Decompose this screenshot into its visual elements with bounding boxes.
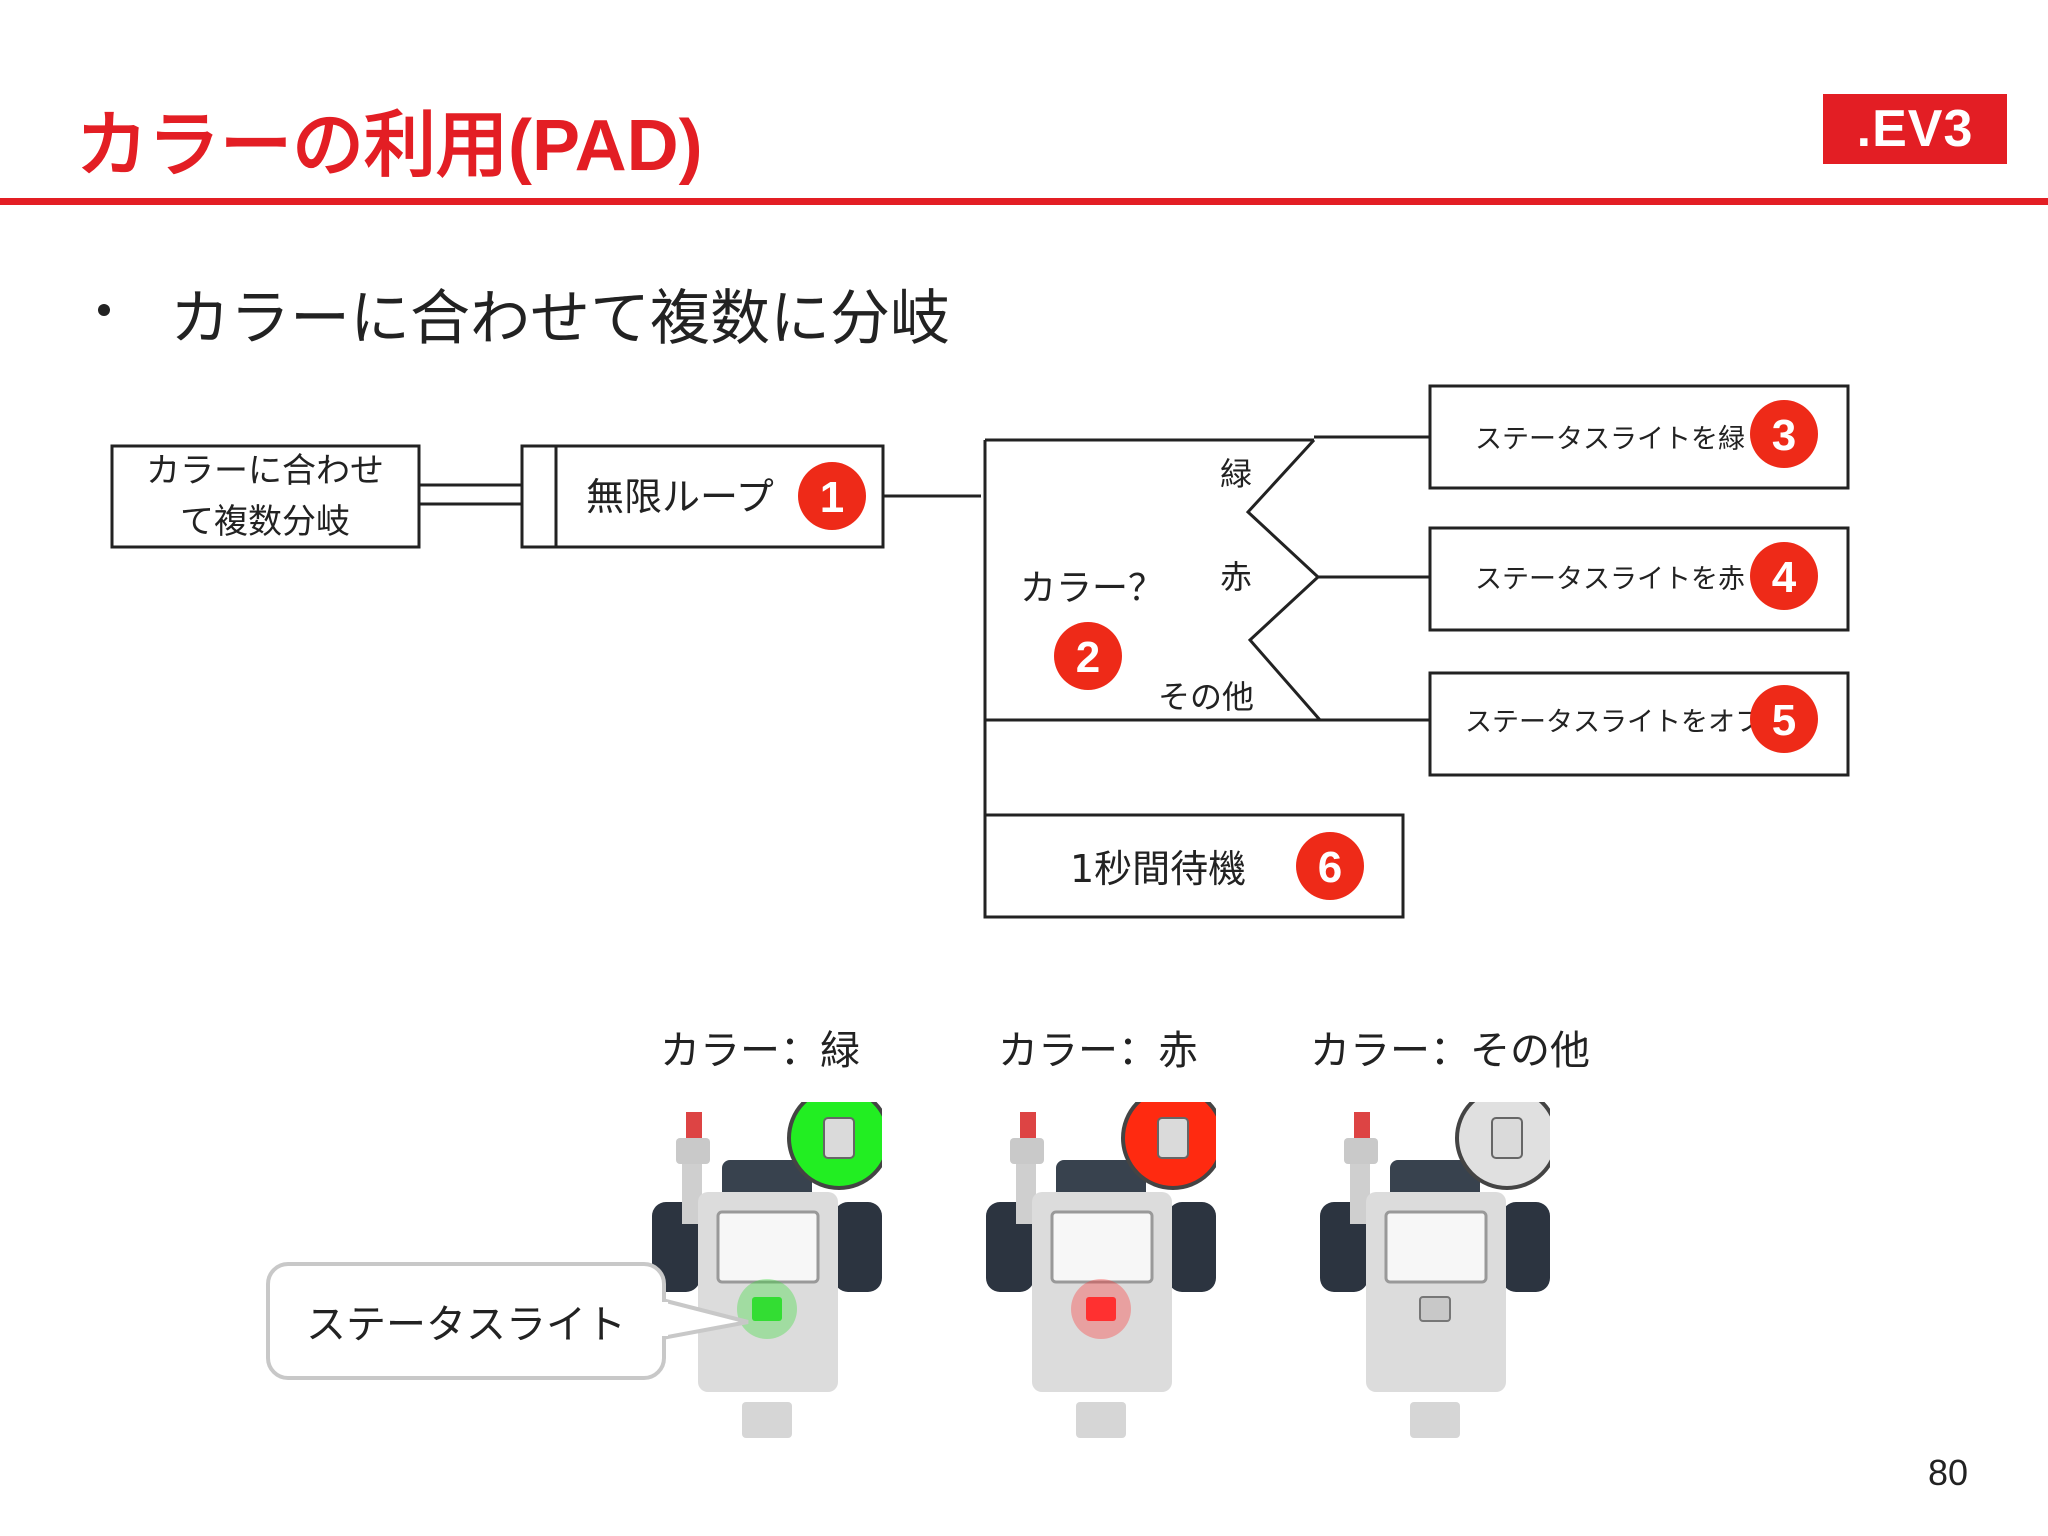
robot-caption-other: カラー：その他 (1310, 1028, 1590, 1074)
branch-label-green: 緑 (1220, 455, 1252, 493)
off-light-icon (1419, 1296, 1451, 1322)
action-box-green (1428, 384, 1850, 490)
badge-2: 2 (1054, 622, 1122, 690)
action-label-red: ステータスライトを赤 (1475, 564, 1745, 595)
badge-5: 5 (1750, 685, 1818, 753)
robot-caption-green: カラー：緑 (660, 1028, 860, 1074)
switch-zigzag (1245, 438, 1322, 721)
badge-3-number: 3 (1772, 411, 1796, 460)
robot-green-illustration (652, 1102, 882, 1438)
green-light-icon (752, 1297, 782, 1321)
branch-label-red: 赤 (1220, 558, 1252, 596)
bullet-text: カラーに合わせて複数に分岐 (170, 284, 950, 354)
robot-other-illustration (1320, 1102, 1550, 1438)
action-label-off: ステータスライトをオフ (1465, 707, 1762, 738)
wait-box-label: 1秒間待機 (1070, 847, 1246, 891)
action-box-off (1428, 671, 1850, 777)
badge-2-number: 2 (1076, 633, 1100, 682)
action-box-red (1428, 526, 1850, 632)
callout-pointer (662, 1298, 749, 1340)
root-box-line1: カラーに合わせ (146, 451, 384, 491)
bullet-icon (98, 304, 110, 316)
page-number: 80 (1928, 1452, 1969, 1493)
robot-caption-red: カラー：赤 (998, 1028, 1198, 1074)
badge-4: 4 (1750, 542, 1818, 610)
ev3-logo: .EV3 (1823, 94, 2007, 164)
status-light-callout: ステータスライト (266, 1262, 666, 1380)
root-box (110, 444, 421, 549)
header-divider (0, 198, 2048, 205)
robot-red-illustration (986, 1102, 1216, 1438)
status-light-callout-label: ステータスライト (306, 1302, 626, 1348)
ev3-logo-text: .EV3 (1856, 100, 1974, 158)
badge-6: 6 (1296, 832, 1364, 900)
slide-title: カラーの利用(PAD) (76, 106, 703, 186)
badge-6-number: 6 (1318, 843, 1342, 892)
loop-box-label: 無限ループ (586, 475, 774, 519)
badge-5-number: 5 (1772, 696, 1796, 745)
wait-box (983, 813, 1405, 919)
badge-1: 1 (798, 462, 866, 530)
branch-label-other: その他 (1158, 678, 1254, 716)
badge-4-number: 4 (1772, 553, 1797, 602)
root-box-line2: て複数分岐 (180, 502, 350, 542)
switch-label: カラー？ (1020, 568, 1164, 609)
red-light-icon (1086, 1297, 1116, 1321)
badge-1-number: 1 (820, 473, 844, 522)
action-label-green: ステータスライトを緑 (1475, 424, 1745, 455)
badge-3: 3 (1750, 400, 1818, 468)
